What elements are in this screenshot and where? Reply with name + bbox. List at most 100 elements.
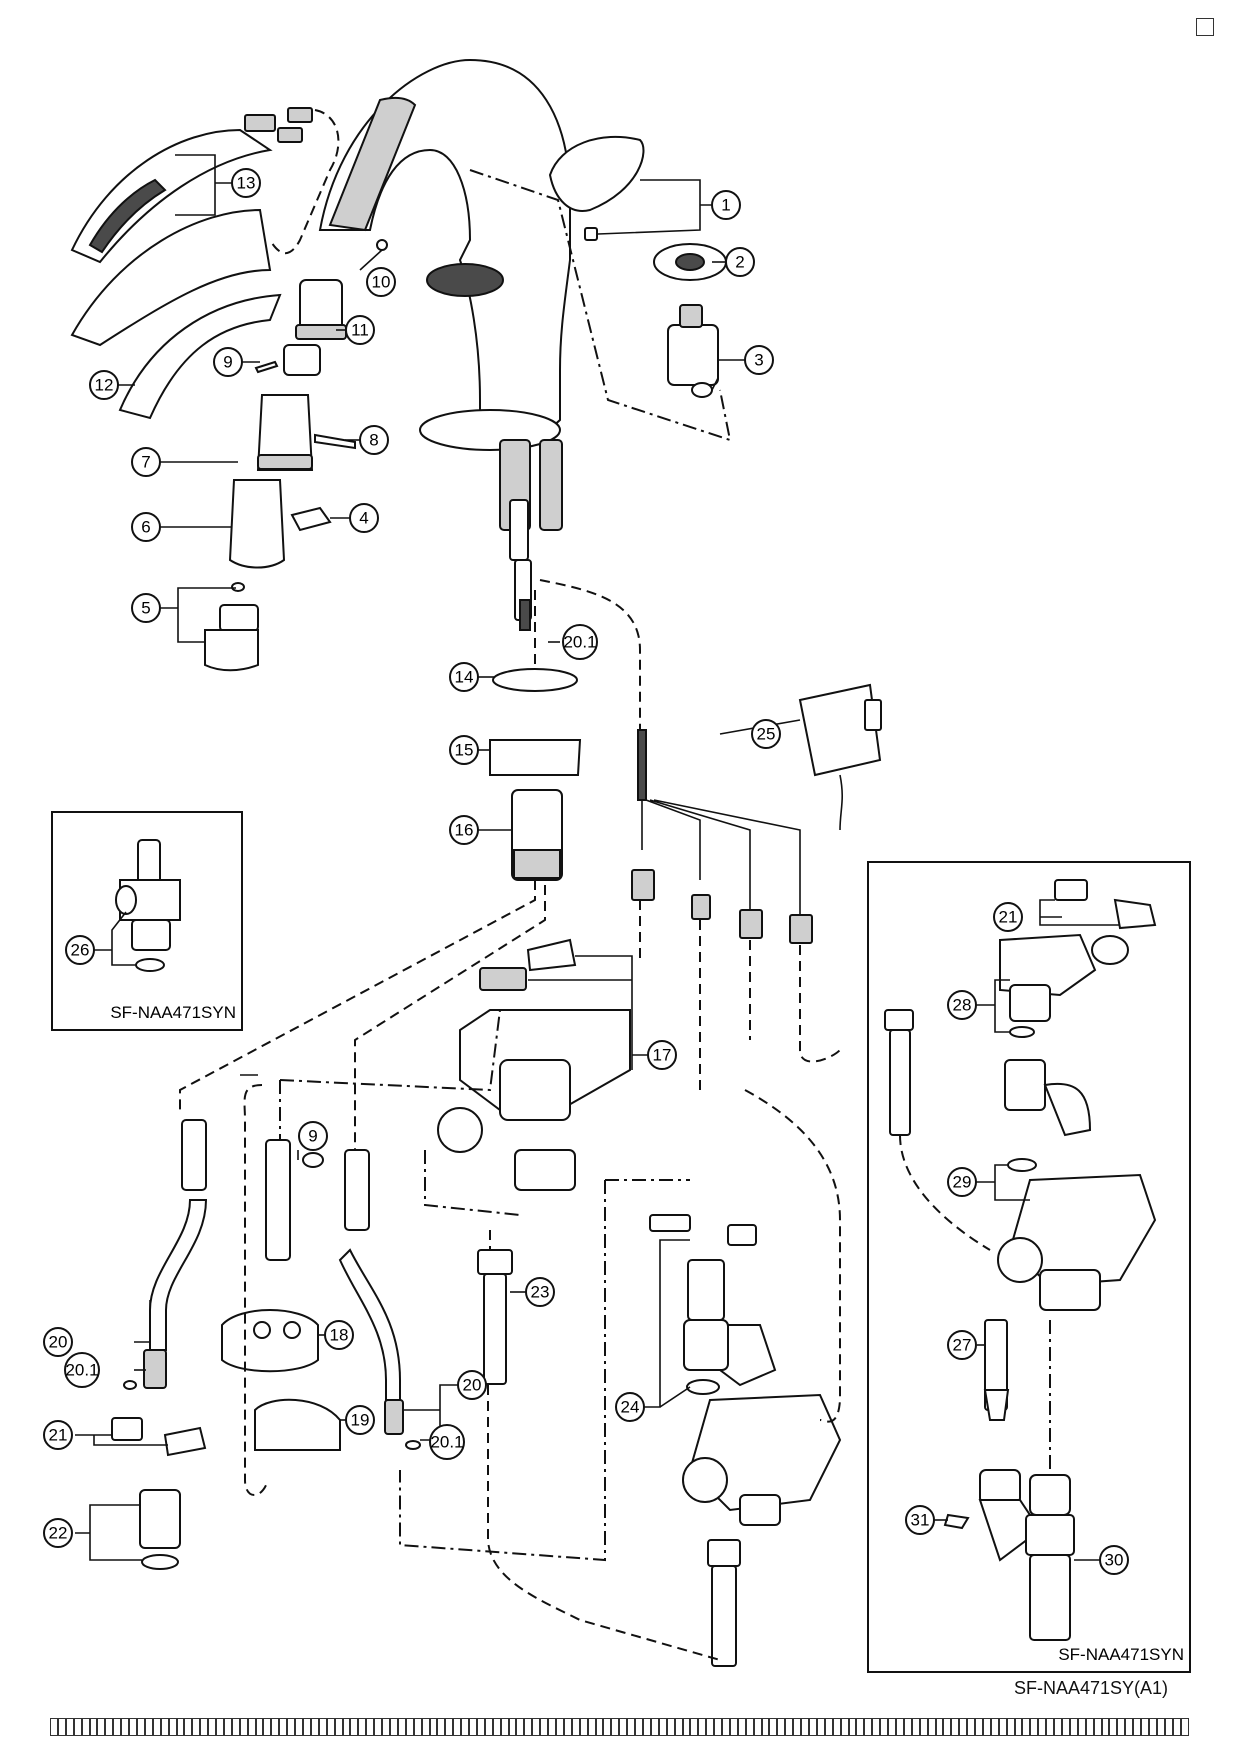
footer-placeholder-glyph [1077, 1718, 1086, 1736]
callout-2: 2 [725, 247, 755, 277]
footer-placeholder-glyph [761, 1718, 770, 1736]
footer-placeholder-glyph [595, 1718, 604, 1736]
footer-placeholder-glyph [666, 1718, 675, 1736]
footer-placeholder-glyph [374, 1718, 383, 1736]
footer-placeholder-glyph [97, 1718, 106, 1736]
footer-placeholder-glyph [998, 1718, 1007, 1736]
footer-placeholder-glyph [389, 1718, 398, 1736]
footer-placeholder-glyph [168, 1718, 177, 1736]
footer-placeholder-glyph [271, 1718, 280, 1736]
footer-placeholder-glyph [1156, 1718, 1165, 1736]
sheet-code: SF-NAA471SY(A1) [1014, 1678, 1169, 1698]
left-supply-hose [111, 1119, 208, 1570]
svg-text:9: 9 [308, 1127, 317, 1146]
footer-placeholder-glyph [872, 1718, 881, 1736]
footer-placeholder-glyph [350, 1718, 359, 1736]
footer-placeholder-glyph [57, 1718, 66, 1736]
footer-placeholder-glyph [888, 1718, 896, 1736]
footer-placeholder-glyph [176, 1718, 185, 1736]
footer-placeholder-glyph [500, 1718, 509, 1736]
footer-placeholder-glyph [342, 1718, 351, 1736]
footer-placeholder-glyph [413, 1718, 422, 1736]
svg-text:6: 6 [141, 518, 150, 537]
callout-31: 31 [905, 1505, 935, 1535]
callout-20-1-mid: 20.1 [429, 1424, 465, 1460]
footer-placeholder-glyph [129, 1718, 137, 1736]
svg-text:20.1: 20.1 [65, 1361, 98, 1380]
footer-placeholder-glyph [382, 1718, 390, 1736]
footer-placeholder-glyph [184, 1718, 193, 1736]
callout-13: 13 [231, 168, 261, 198]
callout-17: 17 [647, 1040, 677, 1070]
callout-26-leader [94, 911, 136, 966]
footer-placeholder-glyph [524, 1718, 533, 1736]
svg-text:18: 18 [330, 1326, 349, 1345]
footer-placeholder-glyph [611, 1718, 620, 1736]
footer-placeholder-glyph [144, 1718, 153, 1736]
svg-text:25: 25 [757, 725, 776, 744]
left-inset-model-label: SF-NAA471SYN [110, 1003, 236, 1022]
footer-placeholder-glyph [1125, 1718, 1134, 1736]
footer-placeholder-glyph [1117, 1718, 1126, 1736]
footer-placeholder-glyph [982, 1718, 991, 1736]
svg-text:19: 19 [351, 1411, 370, 1430]
footer-placeholder-glyph [1164, 1718, 1173, 1736]
svg-text:5: 5 [141, 599, 150, 618]
footer-placeholder-glyph [121, 1718, 130, 1736]
footer-placeholder-glyph [160, 1718, 169, 1736]
svg-text:24: 24 [621, 1398, 640, 1417]
callout-4: 4 [349, 503, 379, 533]
footer-placeholder-glyph [627, 1718, 636, 1736]
svg-text:15: 15 [455, 741, 474, 760]
footer-placeholder-glyph [642, 1718, 651, 1736]
svg-text:13: 13 [237, 174, 256, 193]
footer-placeholder-glyph [816, 1718, 825, 1736]
callout-19: 19 [345, 1405, 375, 1435]
callout-27: 27 [947, 1330, 977, 1360]
callout-22: 22 [43, 1518, 73, 1548]
footer-placeholder-glyph [856, 1718, 865, 1736]
footer-placeholder-glyph [358, 1718, 367, 1736]
footer-placeholder-glyph [895, 1718, 904, 1736]
callout-8: 8 [359, 425, 389, 455]
footer-placeholder-glyph [1172, 1718, 1181, 1736]
svg-text:2: 2 [735, 253, 744, 272]
footer-placeholder-glyph [959, 1718, 968, 1736]
valve-assembly-24 [649, 1214, 842, 1667]
footer-placeholder-glyph [1180, 1718, 1189, 1736]
callout-20-left: 20 [43, 1327, 73, 1357]
footer-placeholder-glyph [105, 1718, 114, 1736]
callout-10: 10 [366, 267, 396, 297]
callout-25: 25 [751, 719, 781, 749]
footer-placeholder-glyph [824, 1718, 833, 1736]
spout-wand-pieces [70, 107, 340, 420]
footer-placeholder-glyph [1062, 1718, 1070, 1736]
footer-placeholder-glyph [453, 1718, 462, 1736]
footer-placeholder-glyph [745, 1718, 754, 1736]
footer-placeholder-glyph [1101, 1718, 1110, 1736]
footer-placeholder-glyph [334, 1718, 343, 1736]
footer-placeholder-glyph [113, 1718, 122, 1736]
callout-14: 14 [449, 662, 479, 692]
svg-text:27: 27 [953, 1336, 972, 1355]
footer-placeholder-glyph [279, 1718, 288, 1736]
callout-20-1-left: 20.1 [64, 1352, 100, 1388]
footer-placeholder-glyph [318, 1718, 327, 1736]
svg-text:20.1: 20.1 [430, 1433, 463, 1452]
footer-placeholder-glyph [437, 1718, 446, 1736]
svg-text:7: 7 [141, 453, 150, 472]
footer-placeholder-glyph [603, 1718, 612, 1736]
footer-placeholder-glyph [1022, 1718, 1031, 1736]
middle-supply-hoses [221, 1139, 421, 1451]
svg-text:29: 29 [953, 1173, 972, 1192]
callout-numbers: 1 2 3 4 5 6 7 8 9 9 10 11 12 13 14 15 16… [43, 168, 1129, 1575]
callout-26: 26 [65, 935, 95, 965]
footer-placeholder-glyph [421, 1718, 430, 1736]
footer-placeholder-glyph [1006, 1718, 1015, 1736]
footer-placeholder-glyph [1014, 1718, 1023, 1736]
footer-placeholder-glyph [864, 1718, 873, 1736]
footer-placeholder-glyph [1148, 1718, 1157, 1736]
footer-placeholder-glyph [287, 1718, 296, 1736]
footer-placeholder-glyph [729, 1718, 738, 1736]
